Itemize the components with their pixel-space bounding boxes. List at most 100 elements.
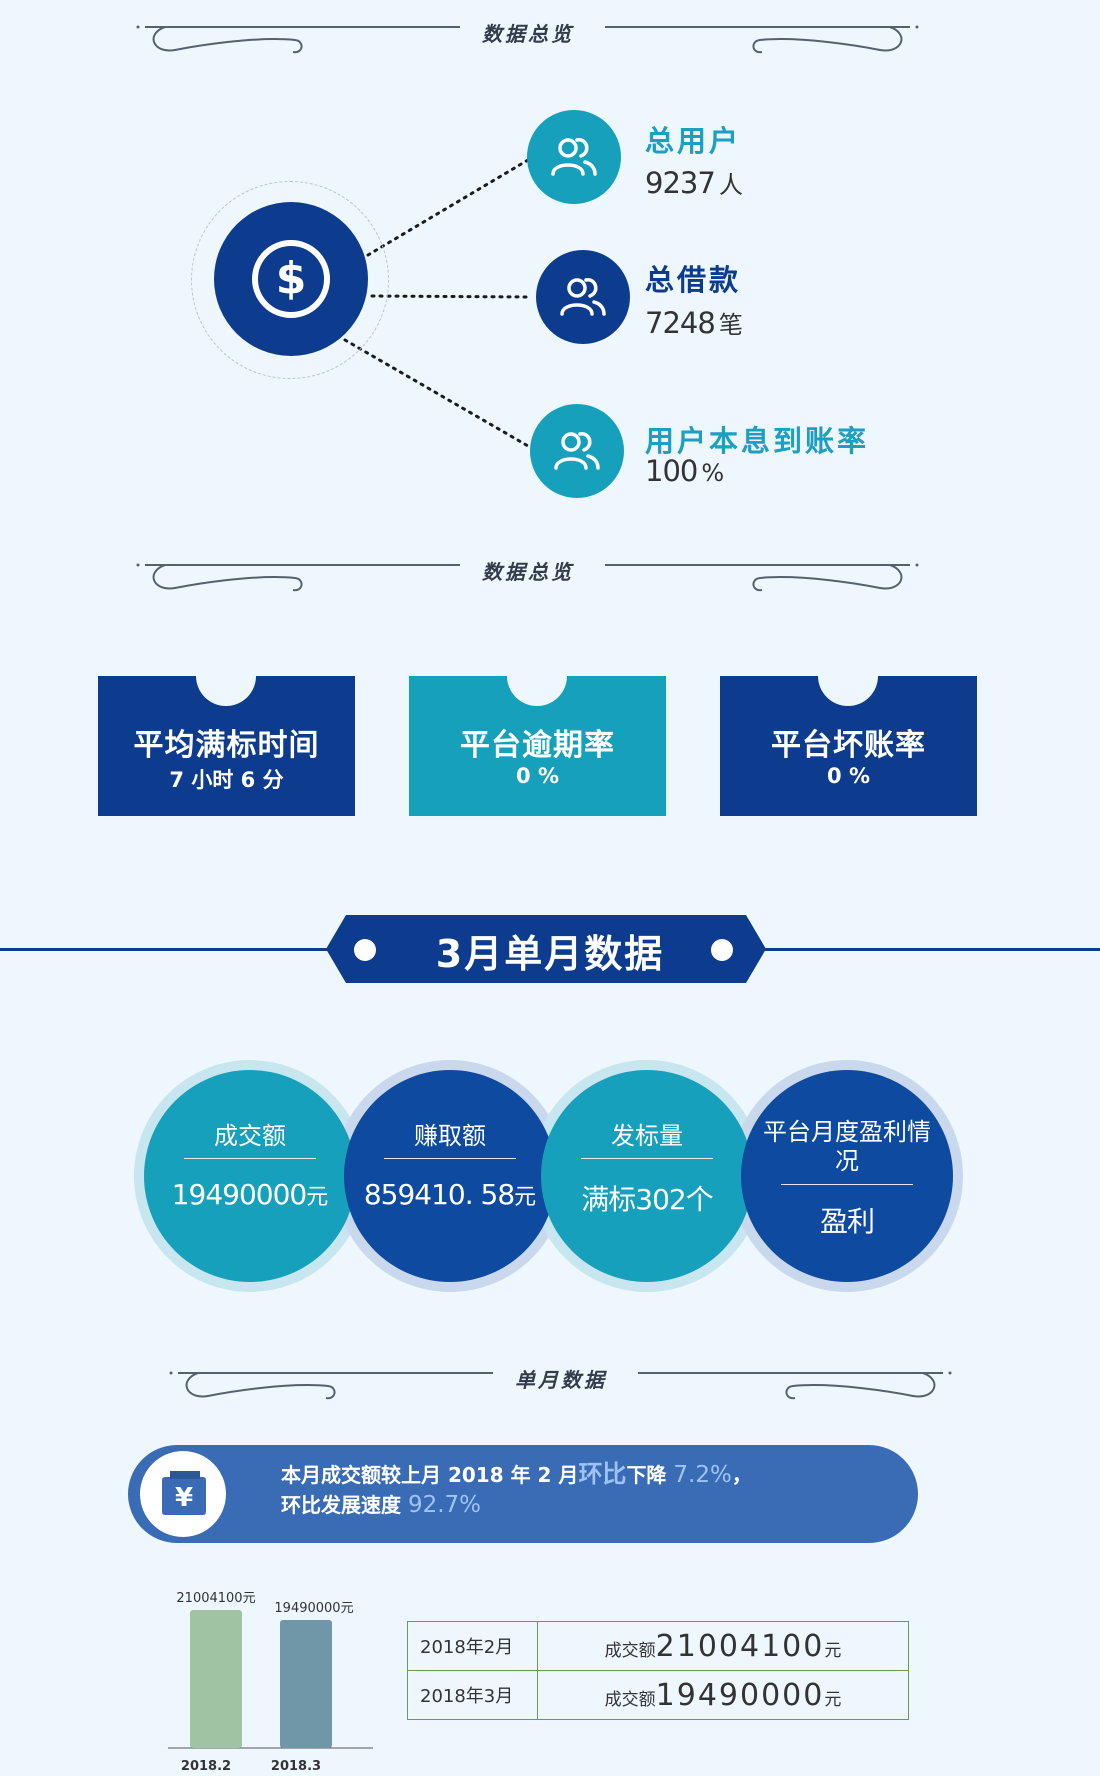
summary-text: 本月成交额较上月 2018 年 2 月环比下降 7.2%， 环比发展速度 92.…	[281, 1459, 752, 1520]
table-month: 2018年3月	[407, 1670, 538, 1720]
month-banner-title: 3月单月数据	[435, 932, 665, 976]
overview-label: 总借款	[645, 263, 742, 297]
metric-value: 满标302个	[541, 1178, 753, 1218]
metric-value: 盈利	[741, 1200, 953, 1240]
kpi-value: 7 小时 6 分	[169, 768, 284, 792]
summary-mid: 下降	[626, 1463, 667, 1487]
section-divider-overview-2: 数据总览	[135, 552, 920, 602]
dollar-coin-icon: $	[252, 240, 330, 318]
section-title: 数据总览	[482, 22, 574, 46]
card-notch	[196, 676, 256, 706]
table-row: 2018年3月成交额19490000元	[407, 1670, 909, 1720]
scroll-ornament-icon	[136, 25, 919, 54]
overview-number: 100	[645, 454, 698, 488]
scroll-ornament-icon	[169, 1371, 952, 1400]
metric-unit: 元	[514, 1185, 537, 1210]
table-row: 2018年2月成交额21004100元	[407, 1621, 909, 1671]
summary-highlight: 环比	[578, 1460, 627, 1488]
yen-wallet-icon-wrap: ¥	[140, 1451, 226, 1537]
users-icon	[551, 138, 597, 176]
banner-dot-right	[711, 939, 733, 961]
svg-text:¥: ¥	[175, 1483, 193, 1513]
overview-label: 用户本息到账率	[645, 424, 870, 458]
overview-number: 7248	[645, 306, 716, 340]
metric-title: 赚取额	[414, 1122, 486, 1150]
summary-line-2: 环比发展速度 92.7%	[281, 1490, 752, 1520]
bar-2018.3	[280, 1619, 332, 1748]
connector-lines	[343, 158, 532, 448]
metric-divider	[384, 1158, 516, 1159]
bar-data-label: 21004100元	[176, 1591, 255, 1606]
bar-tick-label: 2018.2	[181, 1759, 231, 1774]
bar-tick-label: 2018.3	[271, 1759, 321, 1774]
overview-unit: 笔	[718, 311, 743, 339]
users-icon	[554, 432, 600, 470]
summary-line-1: 本月成交额较上月 2018 年 2 月环比下降 7.2%，	[281, 1459, 752, 1490]
overview-bubble	[536, 250, 630, 344]
metric-number: 19490000	[171, 1178, 308, 1211]
bar-2018.2	[190, 1610, 242, 1748]
metric-title: 成交额	[214, 1122, 286, 1150]
table-number: 19490000	[655, 1677, 825, 1713]
users-icon	[560, 278, 606, 316]
card-notch	[507, 676, 567, 706]
month-summary-pill: ¥ 本月成交额较上月 2018 年 2 月环比下降 7.2%， 环比发展速度 9…	[128, 1445, 918, 1543]
metric-divider	[184, 1158, 316, 1159]
overview-unit: 人	[718, 171, 743, 199]
section-divider-overview: 数据总览	[135, 14, 920, 64]
metric-circle: 赚取额 859410. 58元	[344, 1070, 556, 1282]
table-value-cell: 成交额19490000元	[537, 1670, 909, 1720]
overview-number: 9237	[645, 166, 716, 200]
metric-circle: 成交额 19490000元	[144, 1070, 356, 1282]
summary-prefix: 本月成交额较上月 2018 年 2 月	[281, 1463, 579, 1487]
table-number: 21004100	[655, 1628, 825, 1664]
kpi-title: 平台坏账率	[771, 728, 926, 763]
metric-divider	[781, 1184, 913, 1185]
table-month: 2018年2月	[407, 1621, 538, 1671]
metric-number: 盈利	[819, 1205, 875, 1238]
metric-value: 19490000元	[144, 1178, 356, 1211]
metric-circle: 平台月度盈利情况盈利	[741, 1070, 953, 1282]
overview-bubble	[530, 404, 624, 498]
metric-circle: 发标量满标302个	[541, 1070, 753, 1282]
kpi-value: 0 %	[516, 764, 559, 788]
scroll-ornament-icon	[136, 563, 919, 592]
section-title: 数据总览	[482, 560, 574, 584]
summary-line2-prefix: 环比发展速度	[281, 1493, 401, 1517]
metric-unit: 元	[306, 1185, 329, 1210]
table-label: 成交额	[604, 1640, 656, 1661]
summary-comma: ，	[731, 1463, 752, 1487]
card-notch	[818, 676, 878, 706]
summary-drop: 7.2%	[673, 1462, 732, 1488]
banner-line-right	[740, 948, 1100, 951]
overview-unit: %	[701, 459, 725, 487]
overview-label: 总用户	[645, 124, 742, 158]
bar-data-label: 19490000元	[274, 1601, 353, 1616]
overview-bubble	[527, 110, 621, 204]
section-divider-monthly: 单月数据	[168, 1360, 953, 1410]
metric-title: 发标量	[611, 1122, 683, 1150]
kpi-value: 0 %	[827, 764, 870, 788]
section-title: 单月数据	[515, 1368, 607, 1392]
banner-dot-left	[354, 939, 376, 961]
banner-shape	[326, 915, 766, 983]
table-value-cell: 成交额21004100元	[537, 1621, 909, 1671]
metric-number: 859410. 58	[363, 1178, 515, 1211]
bar-chart: 21004100元 2018.2 19490000元 2018.3	[168, 1591, 373, 1774]
hub-ring	[191, 181, 389, 379]
yen-wallet-icon: ¥	[162, 1471, 206, 1515]
summary-speed: 92.7%	[407, 1492, 482, 1518]
table-unit: 元	[824, 1640, 842, 1661]
metric-title: 平台月度盈利情况	[763, 1118, 931, 1175]
metric-value: 859410. 58元	[344, 1178, 556, 1211]
banner-line-left	[0, 948, 340, 951]
metric-divider	[581, 1158, 713, 1159]
metric-number: 满标302个	[581, 1183, 713, 1216]
hub-circle: $	[214, 202, 368, 356]
overview-value: 100%	[645, 454, 724, 488]
